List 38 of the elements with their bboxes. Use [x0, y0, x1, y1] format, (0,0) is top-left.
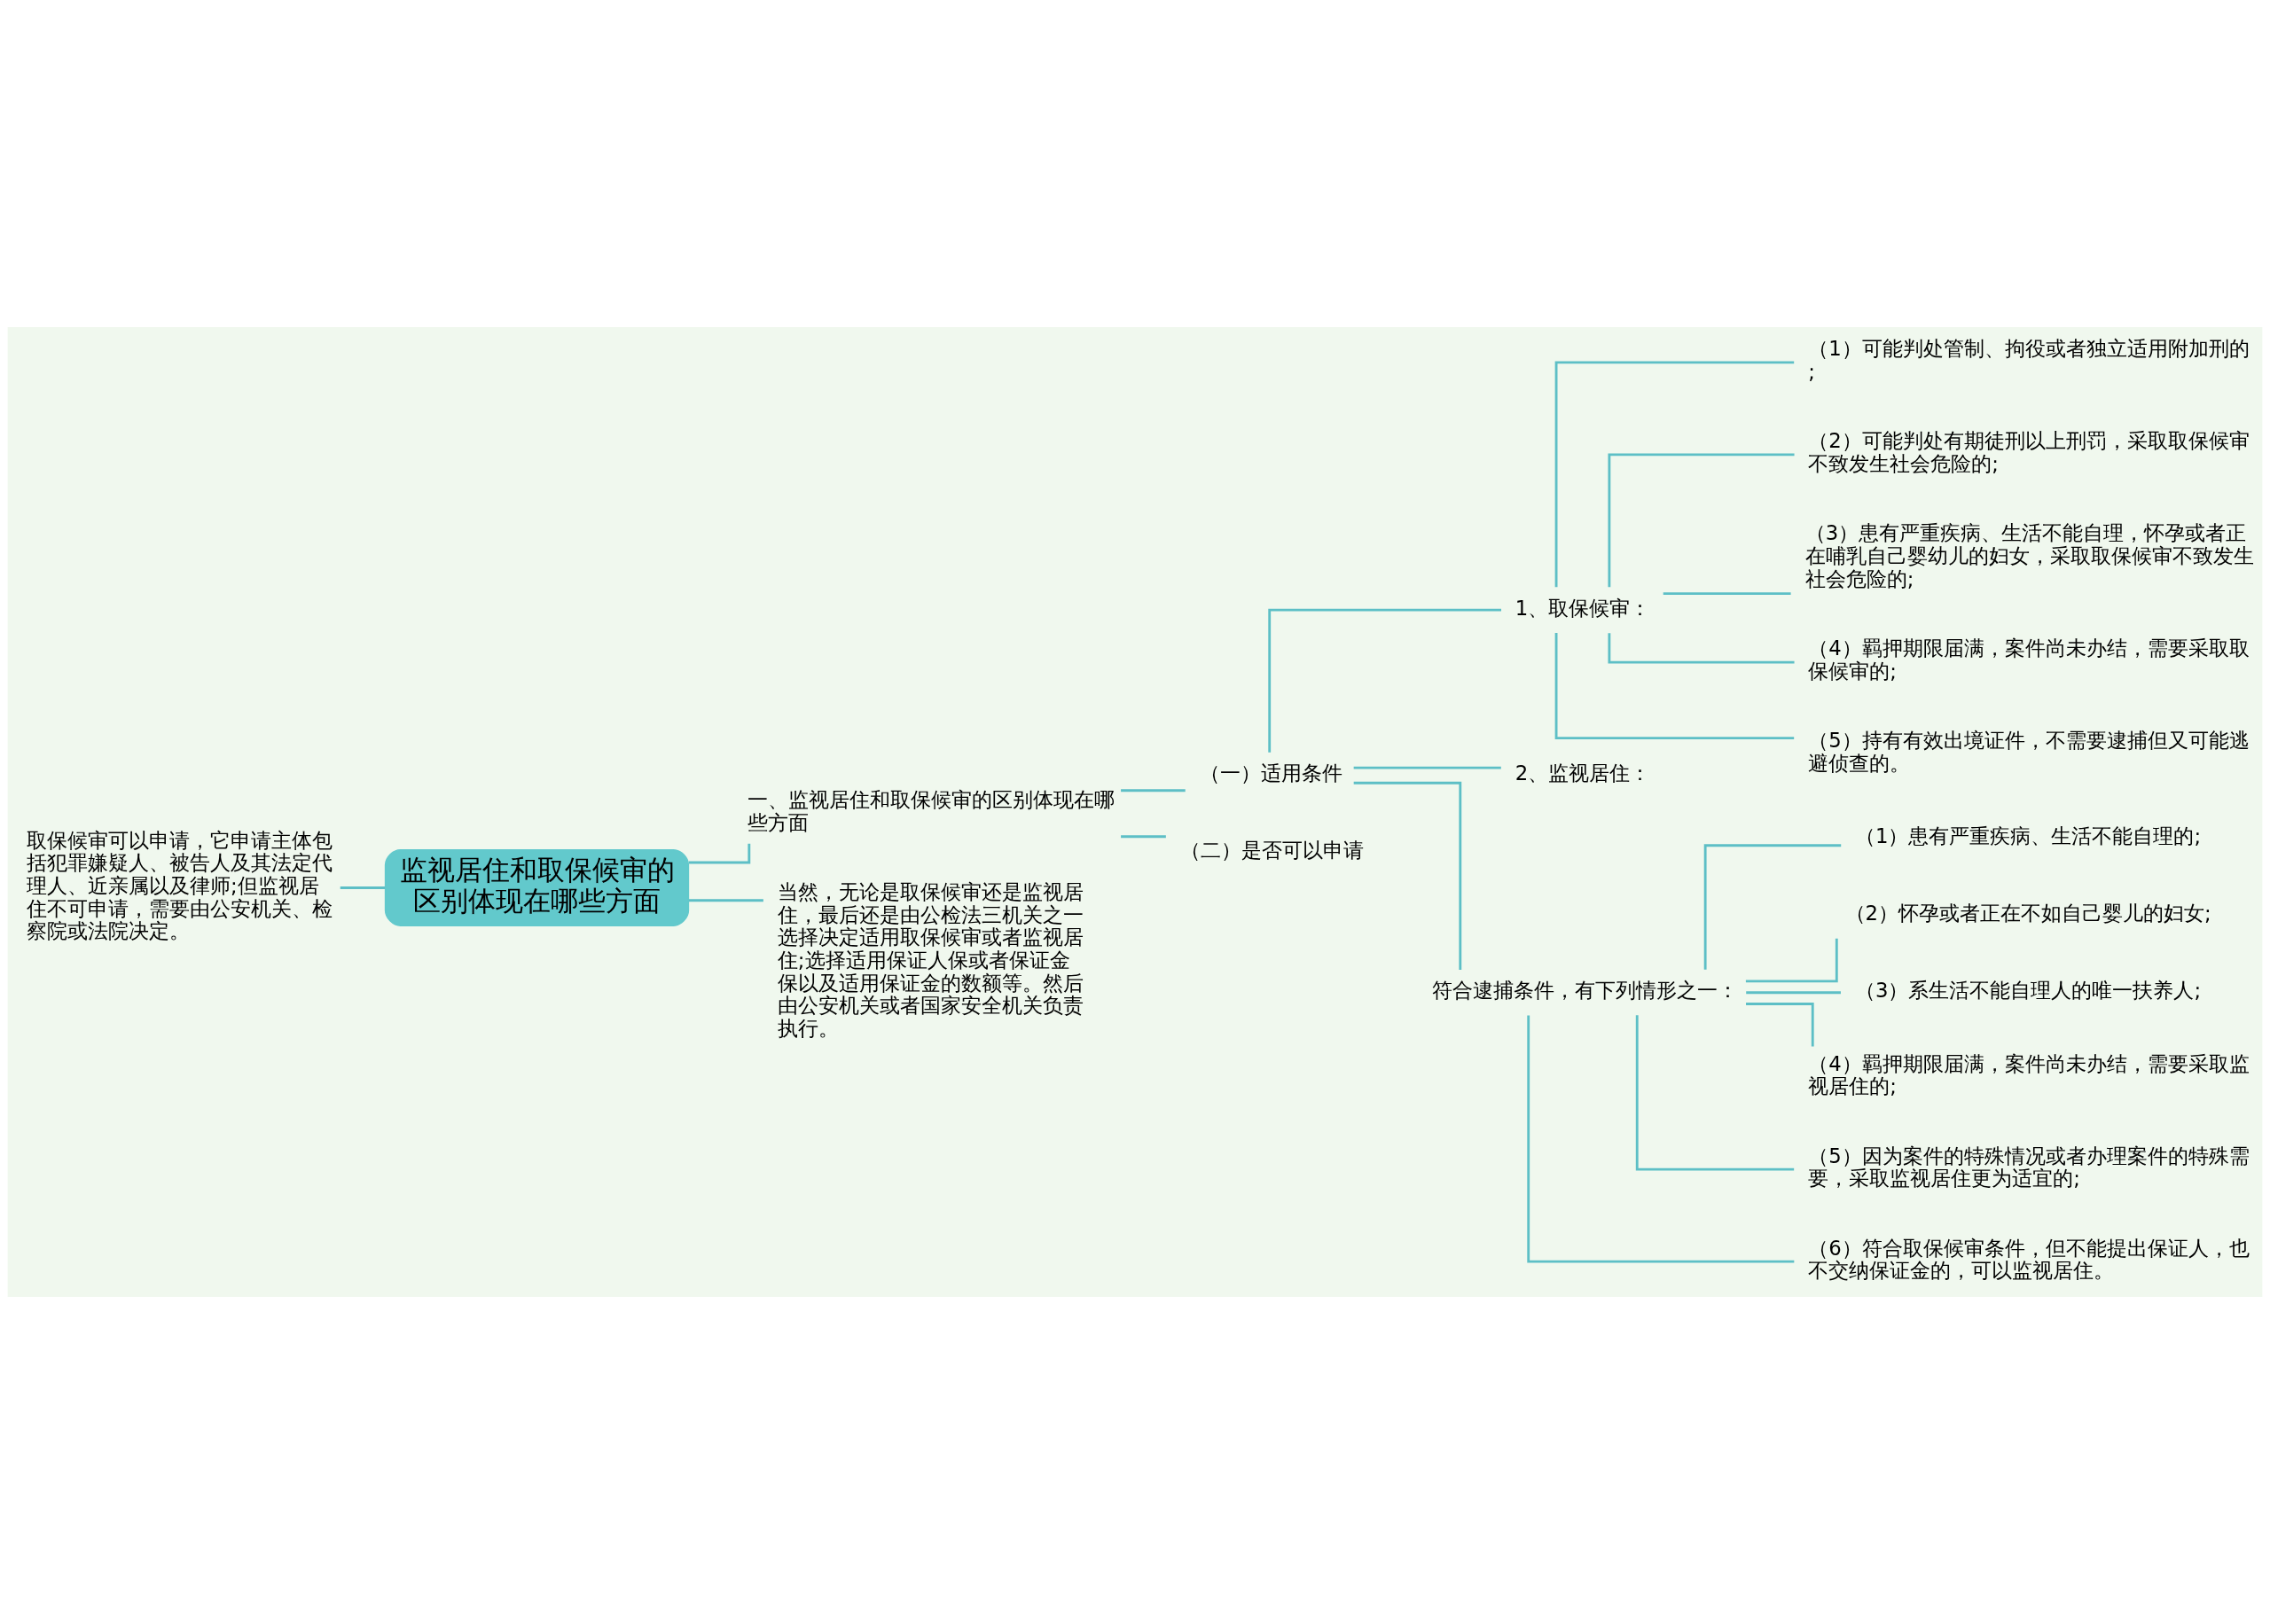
node-text: （1）患有严重疾病、生活不能自理的; [1854, 824, 2202, 848]
connector [1746, 991, 1841, 995]
connector [1527, 1015, 1795, 1263]
node-text: 符合逮捕条件，有下列情形之一： [1432, 979, 1739, 1003]
node-text: 一、监视居住和取保候审的区别体现在哪些方面 [748, 788, 1115, 834]
node-text: （一）适用条件 [1199, 761, 1342, 785]
node-text: 1、取保候审： [1515, 596, 1651, 620]
node-text: （4）羁押期限届满，案件尚未办结，需要采取监视居住的; [1808, 1051, 2250, 1098]
connector [340, 886, 386, 889]
connector [1353, 781, 1462, 970]
node-text: （2）可能判处有期徒刑以上刑罚，采取取保候审不致发生社会危险的; [1808, 429, 2250, 476]
connector [1663, 592, 1791, 595]
node-text: （5）持有有效出境证件，不需要逮捕但又可能逃避侦查的。 [1808, 729, 2250, 775]
node-box: 监视居住和取保候审的区别体现在哪些方面 [384, 849, 690, 926]
connector [1635, 1015, 1795, 1171]
node-text: （5）因为案件的特殊情况或者办理案件的特殊需要，采取监视居住更为适宜的; [1808, 1144, 2250, 1191]
node-text: （1）可能判处管制、拘役或者独立适用附加刑的; [1808, 337, 2250, 384]
node-text: （2）怀孕或者正在不如自己婴儿的妇女; [1844, 902, 2211, 925]
connector [1608, 453, 1795, 588]
connector [1554, 632, 1795, 740]
node-text: （3）患有严重疾病、生活不能自理，怀孕或者正在哺乳自己婴幼儿的妇女，采取取保候审不致发生社会危险的; [1804, 521, 2254, 590]
node-text: 2、监视居住： [1515, 761, 1651, 785]
node-text: （4）羁押期限届满，案件尚未办结，需要采取取保候审的; [1808, 636, 2250, 683]
connector [1268, 608, 1501, 753]
node-text: 当然，无论是取保候审还是监视居住，最后还是由公检法三机关之一选择决定适用取保候审或者监视居住;选择适用保证人保或者保证金保以及适用保证金的数额等。然后由公安机关或者国家安全机关负责执行。 [777, 880, 1084, 1040]
node-text: （3）系生活不能自理人的唯一扶养人; [1854, 979, 2202, 1003]
connector [1121, 789, 1186, 792]
connector [1746, 1003, 1814, 1047]
node-text: 取保候审可以申请，它申请主体包括犯罪嫌疑人、被告人及其法定代理人、近亲属以及律师;但监视居住不可申请，需要由公安机关、检察院或法院决定。 [27, 828, 333, 943]
connector [1745, 938, 1838, 983]
node-text: （二）是否可以申请 [1179, 839, 1364, 862]
connector [1554, 361, 1795, 588]
connector [1703, 844, 1842, 970]
connector [1121, 835, 1166, 839]
connector [1353, 766, 1501, 769]
connector [1608, 633, 1795, 664]
connector [688, 899, 763, 902]
node-text: （6）符合取保候审条件，但不能提出保证人，也不交纳保证金的，可以监视居住。 [1808, 1236, 2250, 1283]
